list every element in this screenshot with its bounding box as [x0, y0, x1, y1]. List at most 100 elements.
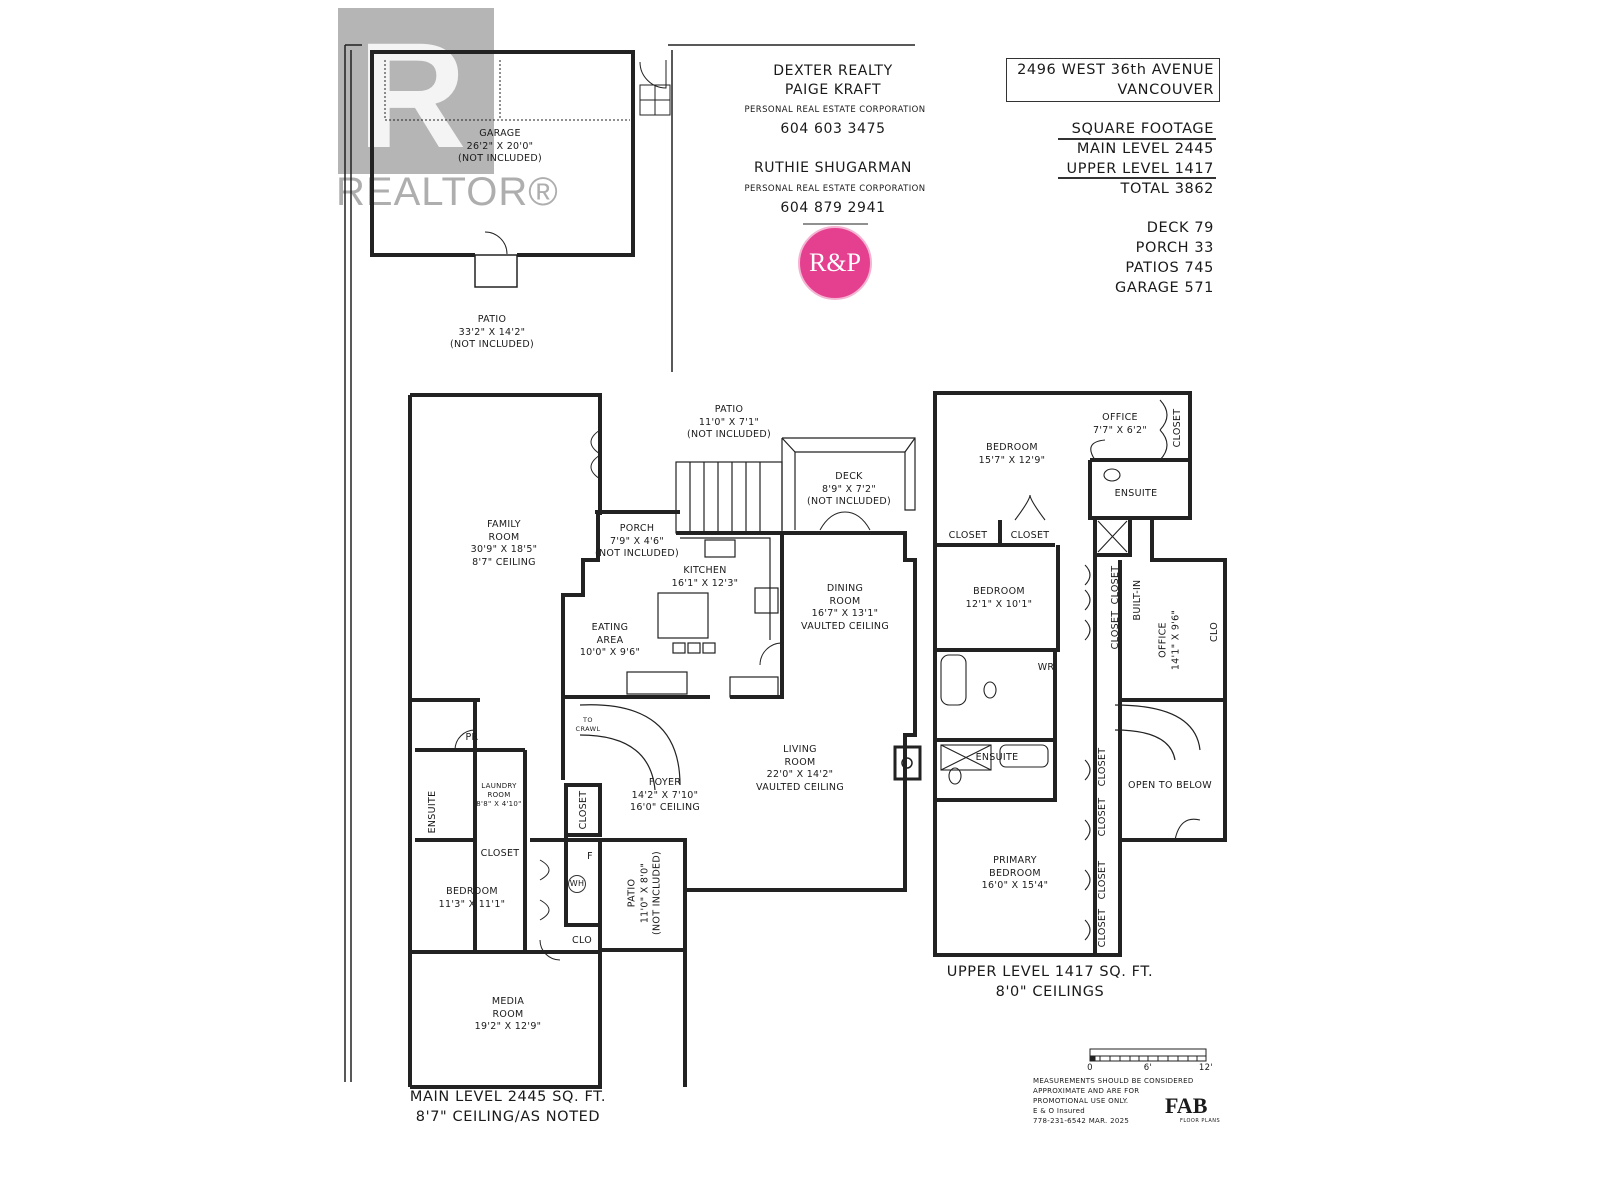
closet-h: CLOSET: [1096, 908, 1108, 948]
closet-e: CLOSET: [1096, 747, 1108, 787]
label-line: 16'0" CEILING: [629, 802, 701, 813]
sqft-total: TOTAL 3862: [1120, 181, 1214, 197]
label-line: 16'0" X 15'4": [981, 880, 1049, 891]
label-line: 778-231-6542 MAR. 2025: [1033, 1117, 1130, 1125]
room-ensuite-main: ENSUITE: [426, 790, 438, 834]
label-line: (NOT INCLUDED): [651, 851, 663, 935]
sqft-heading: SQUARE FOOTAGE: [1071, 121, 1214, 137]
label-line: FOYER: [648, 777, 682, 788]
label-line: OFFICE: [1102, 412, 1138, 423]
agency-name: DEXTER REALTY: [773, 63, 893, 79]
agent-1-corp: PERSONAL REAL ESTATE CORPORATION: [744, 105, 926, 115]
label-line: 14'1" X 9'6": [1170, 609, 1181, 671]
label-line: (NOT INCLUDED): [595, 548, 679, 559]
label-line: 19'2" X 12'9": [474, 1021, 542, 1032]
address-box: [1006, 58, 1220, 102]
label-line: 15'7" X 12'9": [978, 454, 1046, 466]
square-footage: SQUARE FOOTAGE MAIN LEVEL 2445 UPPER LEV…: [1010, 119, 1214, 298]
rp-logo: R&P: [798, 226, 872, 300]
label-line: DECK: [835, 471, 863, 482]
label-line: FAMILY: [487, 519, 521, 530]
label-line: GARAGE: [479, 128, 521, 139]
label-line: BEDROOM: [989, 867, 1041, 879]
closet-f: CLOSET: [1096, 797, 1108, 837]
stairs-and-deck: [579, 437, 1201, 791]
closet-g: CLOSET: [1096, 860, 1108, 900]
closet-a: CLOSET: [948, 530, 988, 541]
label-line: 12'1" X 10'1": [965, 598, 1033, 610]
sqft-underline: [1058, 177, 1216, 179]
label-line: 8'8" X 4'10": [476, 800, 522, 808]
label-line: DINING: [826, 583, 864, 594]
sqft-patios: PATIOS 745: [1125, 260, 1214, 276]
closet-d: CLOSET: [1109, 565, 1121, 605]
main-level-footer: MAIN LEVEL 2445 SQ. FT.8'7" CEILING/AS N…: [410, 1087, 606, 1127]
label-line: CRAWL: [575, 725, 601, 733]
label-line: 11'3" X 11'1": [438, 898, 506, 910]
door-swings: [454, 429, 871, 961]
label-line: 8'7" CEILING: [472, 556, 536, 568]
agent-1-phone: 604 603 3475: [780, 121, 886, 137]
label-line: ROOM: [488, 531, 520, 543]
label-line: LAUNDRY: [481, 782, 517, 790]
sqft-underline: [1058, 138, 1216, 140]
room-wr: WR: [1037, 662, 1055, 673]
label-line: KITCHEN: [683, 565, 727, 576]
label-line: ROOM: [784, 756, 816, 768]
closet-bedroom: CLOSET: [480, 848, 520, 859]
label-line: 7'9" X 4'6": [610, 535, 664, 547]
address-line-1: 2496 WEST 36th AVENUE: [1017, 62, 1214, 78]
room-ensuite-upper-2: ENSUITE: [975, 752, 1019, 763]
label-line: APPROXIMATE AND ARE FOR: [1033, 1087, 1140, 1095]
label-line: 7'7" X 6'2": [1093, 424, 1147, 436]
fab-logo: FAB: [1165, 1093, 1208, 1118]
label-line: PATIO: [626, 878, 638, 908]
room-ensuite-upper-1: ENSUITE: [1114, 488, 1158, 499]
lot-lines: [344, 44, 915, 1082]
label-line: MEDIA: [491, 996, 525, 1007]
label-line: 8'0" CEILINGS: [995, 984, 1105, 1000]
upper-level-walls: [933, 391, 1227, 957]
sqft-upper: UPPER LEVEL 1417: [1066, 161, 1214, 177]
sqft-main: MAIN LEVEL 2445: [1076, 141, 1214, 157]
label-line: VAULTED CEILING: [801, 620, 889, 632]
label-line: PRIMARY: [993, 855, 1037, 866]
closet-c: CLOSET: [1109, 610, 1121, 650]
water-heater-label: WH: [568, 875, 586, 893]
agent-2-phone: 604 879 2941: [780, 200, 886, 216]
label-line: (NOT INCLUDED): [807, 496, 891, 507]
built-in-label: BUILT-IN: [1131, 579, 1143, 621]
address-line-2: VANCOUVER: [1117, 82, 1214, 98]
closet-clo-upper: CLO: [1208, 622, 1220, 642]
label-line: (NOT INCLUDED): [450, 339, 534, 350]
label-line: 8'7" CEILING/AS NOTED: [415, 1109, 601, 1125]
upper-level-footer: UPPER LEVEL 1417 SQ. FT.8'0" CEILINGS: [947, 962, 1154, 1002]
label-line: ROOM: [487, 791, 511, 799]
label-line: PROMOTIONAL USE ONLY.: [1033, 1097, 1129, 1105]
label-line: BEDROOM: [446, 886, 498, 897]
closet-foyer: CLOSET: [577, 790, 589, 830]
room-powder: PR: [465, 732, 479, 743]
closet-clo: CLO: [572, 935, 592, 946]
label-line: PORCH: [619, 523, 655, 534]
label-line: ROOM: [829, 595, 861, 607]
address: 2496 WEST 36th AVENUE VANCOUVER: [1010, 60, 1214, 100]
closet-b: CLOSET: [1010, 530, 1050, 541]
